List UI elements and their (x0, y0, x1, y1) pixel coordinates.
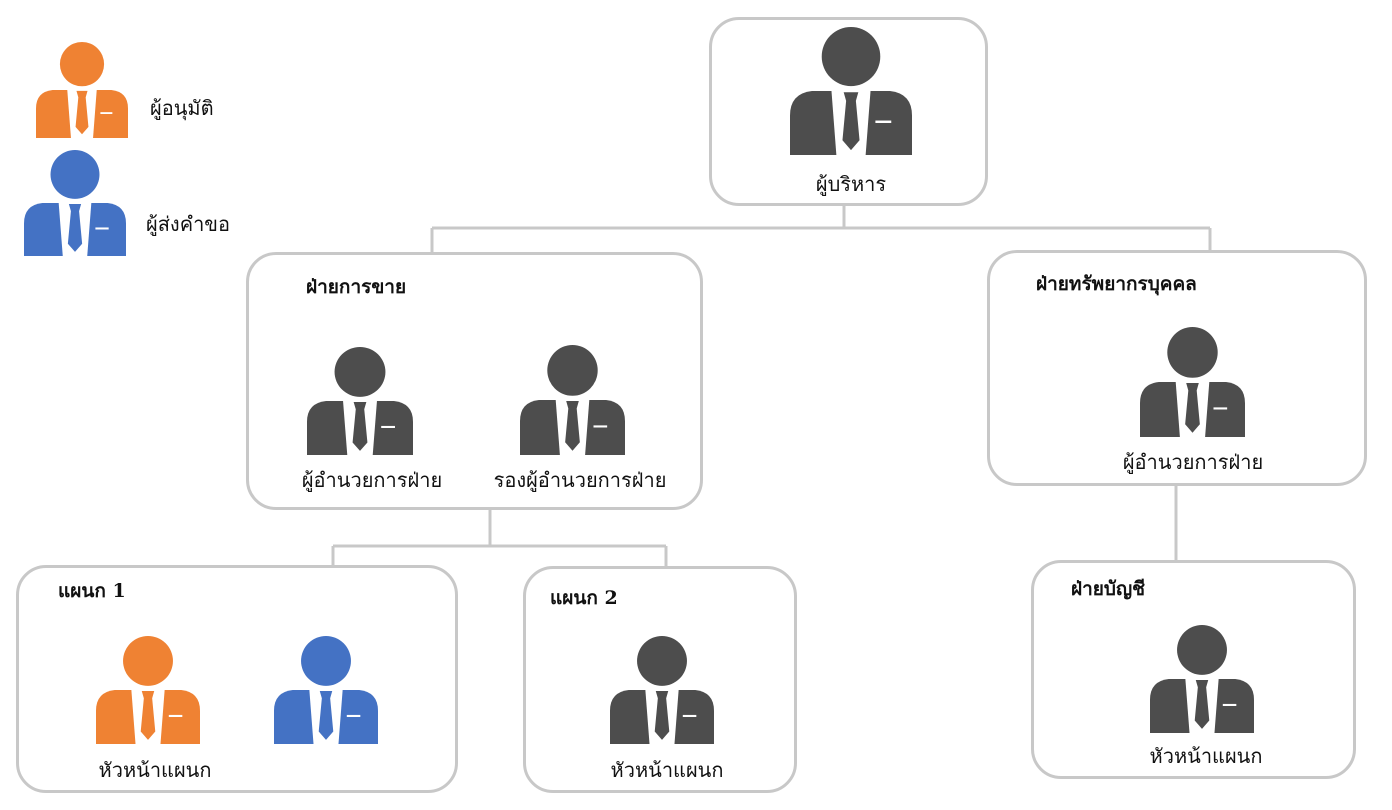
person-head (1177, 625, 1227, 675)
accounting-head-person-icon (1150, 625, 1254, 733)
legend-approver-label: ผู้อนุมัติ (150, 96, 214, 120)
person-head (547, 345, 598, 396)
node-dept1 (16, 565, 458, 793)
person-pocket (100, 112, 113, 114)
person-tie (565, 401, 580, 451)
person-head (50, 150, 100, 199)
sales-director-label: ผู้อำนวยการฝ่าย (301, 468, 443, 492)
person-head (821, 27, 881, 87)
person-tie (67, 204, 83, 252)
accounting-title: ฝ่ายบัญชี (1071, 578, 1146, 600)
sales-director-person-icon (307, 347, 413, 455)
accounting-head-label: หัวหน้าแผนก (1149, 744, 1263, 768)
hr-director-person-icon (1140, 327, 1245, 437)
person-head (123, 636, 173, 686)
dept1-head-person-icon[interactable] (96, 636, 200, 744)
person-tie (318, 691, 334, 740)
dept1-title: แผนก 1 (58, 580, 126, 602)
person-pocket (381, 425, 395, 428)
executive-label: ผู้บริหาร (815, 172, 887, 196)
person-head (1167, 327, 1218, 378)
sales-title: ฝ่ายการขาย (306, 276, 407, 298)
legend-requester-label: ผู้ส่งคำขอ (146, 212, 230, 236)
sales-deputy-person-icon (520, 345, 625, 455)
person-head (637, 636, 687, 686)
person-pocket (875, 120, 892, 123)
person-tie (842, 92, 860, 151)
person-tie (1194, 680, 1210, 729)
person-head (301, 636, 351, 686)
person-tie (75, 90, 89, 135)
person-pocket (346, 714, 361, 717)
legend-approver-person-icon (36, 42, 128, 138)
person-tie (352, 402, 368, 451)
person-tie (654, 691, 670, 740)
dept2-head-label: หัวหน้าแผนก (610, 758, 724, 782)
legend-requester-person-icon (24, 150, 126, 256)
person-head (59, 42, 105, 87)
person-tie (140, 691, 156, 740)
person-pocket (95, 227, 109, 230)
node-hr (987, 250, 1367, 486)
sales-deputy-label: รองผู้อำนวยการฝ่าย (493, 468, 667, 492)
dept2-head-person-icon (610, 636, 714, 744)
person-pocket (682, 714, 697, 717)
hr-director-label: ผู้อำนวยการฝ่าย (1122, 450, 1264, 474)
executive-person-icon (790, 27, 912, 155)
person-pocket (593, 425, 608, 428)
person-head (334, 347, 386, 397)
person-tie (1185, 383, 1200, 433)
dept1-requester-person-icon[interactable] (274, 636, 378, 744)
hr-title: ฝ่ายทรัพยากรบุคคล (1036, 273, 1197, 295)
node-sales (246, 252, 703, 510)
person-pocket (1222, 703, 1237, 706)
person-pocket (1213, 407, 1228, 410)
dept2-title: แผนก 2 (550, 587, 618, 609)
dept1-head-label: หัวหน้าแผนก (98, 758, 212, 782)
person-pocket (168, 714, 183, 717)
